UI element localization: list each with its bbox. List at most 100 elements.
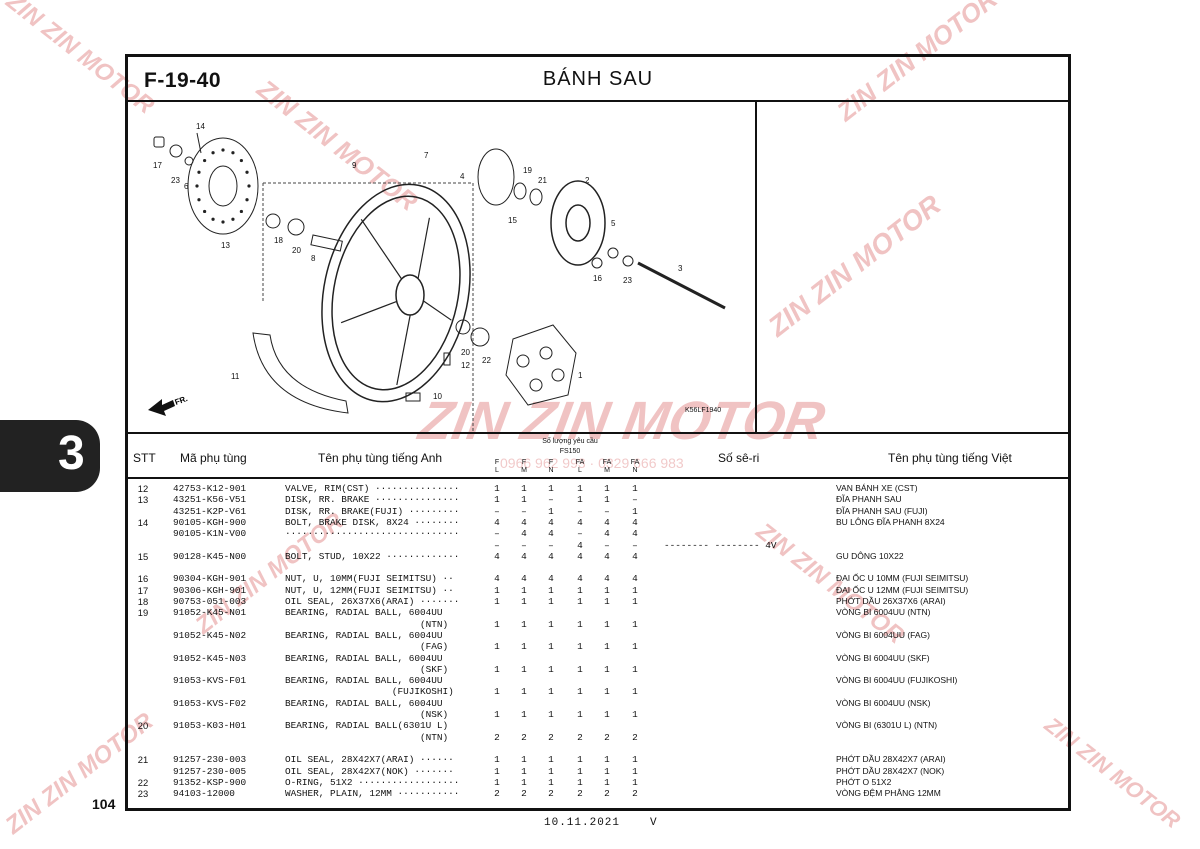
cell-qty: 1 xyxy=(548,505,554,517)
cell-qty: 1 xyxy=(548,596,554,607)
column-header-name-en: Tên phụ tùng tiếng Anh xyxy=(318,451,443,465)
cell-name-en: (NTN) xyxy=(285,731,449,743)
cell-name-en: (FAG) xyxy=(285,641,449,653)
cell-qty: 1 xyxy=(521,584,527,596)
cell-qty: 1 xyxy=(494,596,500,607)
brake-disk-hole xyxy=(231,151,235,155)
cell-name-vn: ĐAI ỐC U 12MM (FUJI SEIMITSU) xyxy=(836,584,969,595)
brake-disk-hole xyxy=(245,170,249,174)
cell-stt: 23 xyxy=(137,788,149,800)
cell-part-no: 91257-230-005 xyxy=(173,765,247,777)
callout-label: 4 xyxy=(460,172,465,181)
cell-name-en: WASHER, PLAIN, 12MM ··········· xyxy=(285,788,460,800)
table-row: 90105-K1N-V00 ···························… xyxy=(128,528,1068,539)
cell-qty: 1 xyxy=(521,686,527,698)
cell-part-no: 91352-KSP-900 xyxy=(173,776,247,788)
cell-name-vn: VÒNG BI (6301U L) (NTN) xyxy=(836,720,938,731)
cell-qty: 2 xyxy=(494,731,500,743)
wheel-spoke xyxy=(417,217,431,279)
cell-part-no: 90753-051-003 xyxy=(173,596,247,607)
cell-qty: 1 xyxy=(548,776,554,788)
cell-qty: 1 xyxy=(604,663,610,675)
brake-disk-part xyxy=(187,137,259,235)
cell-stt: 20 xyxy=(137,720,149,732)
cell-qty: 1 xyxy=(521,765,527,777)
cell-qty: – xyxy=(604,539,610,551)
cell-qty: 1 xyxy=(604,765,610,777)
column-header-name-vn: Tên phụ tùng tiếng Việt xyxy=(888,451,1012,465)
mudguard-part xyxy=(252,332,349,414)
callout-label: 6 xyxy=(184,182,189,191)
revision-version: V xyxy=(650,817,657,829)
cell-qty: 4 xyxy=(604,550,610,562)
brake-disk-hole xyxy=(245,198,249,202)
cell-name-en: BEARING, RADIAL BALL, 6004UU xyxy=(285,607,443,619)
callout-label: 1 xyxy=(578,371,583,380)
cell-name-en: ······························· xyxy=(285,528,460,540)
cell-qty: 1 xyxy=(521,494,527,506)
table-row: –––4––-------- -------- 4V xyxy=(128,540,1068,551)
cell-name-en: OIL SEAL, 28X42X7(ARAI) ······ xyxy=(285,754,454,766)
cell-qty: 1 xyxy=(604,596,610,607)
brake-disk-hole xyxy=(197,198,201,202)
sprocket-part xyxy=(550,180,606,266)
cell-qty: 4 xyxy=(548,573,554,585)
cell-qty: 1 xyxy=(521,641,527,653)
cell-stt: 15 xyxy=(137,550,149,562)
cell-name-vn: VÒNG BI 6004UU (FAG) xyxy=(836,629,930,640)
brake-disk-hole xyxy=(247,184,251,188)
cell-qty: 2 xyxy=(521,731,527,743)
cell-name-en: O-RING, 51X2 ·················· xyxy=(285,776,460,788)
cell-qty: 1 xyxy=(577,483,583,494)
callout-label: 5 xyxy=(611,219,616,228)
cell-part-no: 90105-K1N-V00 xyxy=(173,528,247,540)
cell-qty: 1 xyxy=(548,709,554,720)
cell-qty: – xyxy=(548,494,554,506)
column-header-stt: STT xyxy=(133,451,156,465)
cell-qty: 2 xyxy=(577,788,583,800)
cell-name-en: NUT, U, 12MM(FUJI SEIMITSU) ·· xyxy=(285,584,454,596)
cell-name-en: DISK, RR. BRAKE(FUJI) ········· xyxy=(285,505,460,517)
cell-qty: 1 xyxy=(577,596,583,607)
cell-name-vn: VÒNG BI 6004UU (NSK) xyxy=(836,697,931,708)
cell-qty: 1 xyxy=(548,754,554,766)
diagram-divider xyxy=(755,100,757,433)
cell-name-vn: PHỚT O 51X2 xyxy=(836,776,892,787)
brake-disk-hole xyxy=(197,170,201,174)
cell-qty: – xyxy=(521,539,527,551)
cell-name-en: VALVE, RIM(CST) ··············· xyxy=(285,483,460,494)
cell-part-no: 43251-K2P-V61 xyxy=(173,505,247,517)
valve-part xyxy=(405,352,451,402)
cell-part-no: 43251-K56-V51 xyxy=(173,494,247,506)
cell-qty: 2 xyxy=(604,788,610,800)
cell-qty: 4 xyxy=(548,516,554,528)
cell-qty: 1 xyxy=(548,618,554,630)
cell-qty: 1 xyxy=(548,765,554,777)
cell-qty: 1 xyxy=(577,618,583,630)
cell-name-en: (FUJIKOSHI) xyxy=(285,686,454,698)
table-header-divider xyxy=(128,477,1068,479)
cell-qty: 1 xyxy=(632,686,638,698)
cell-qty: 2 xyxy=(521,788,527,800)
cell-name-vn: VÒNG ĐỆM PHẲNG 12MM xyxy=(836,788,941,799)
cell-name-en: BEARING, RADIAL BALL, 6004UU xyxy=(285,697,443,709)
cell-part-no: 91052-K45-N01 xyxy=(173,607,247,619)
callout-label: 12 xyxy=(461,361,470,370)
cell-qty: – xyxy=(494,528,500,540)
cell-name-vn: PHỚT DẦU 26X37X6 (ARAI) xyxy=(836,596,946,606)
wheel-spoke xyxy=(396,314,411,386)
wheel-spoke xyxy=(423,300,452,321)
callout-label: 2 xyxy=(585,176,590,185)
cell-qty: – xyxy=(632,494,638,506)
